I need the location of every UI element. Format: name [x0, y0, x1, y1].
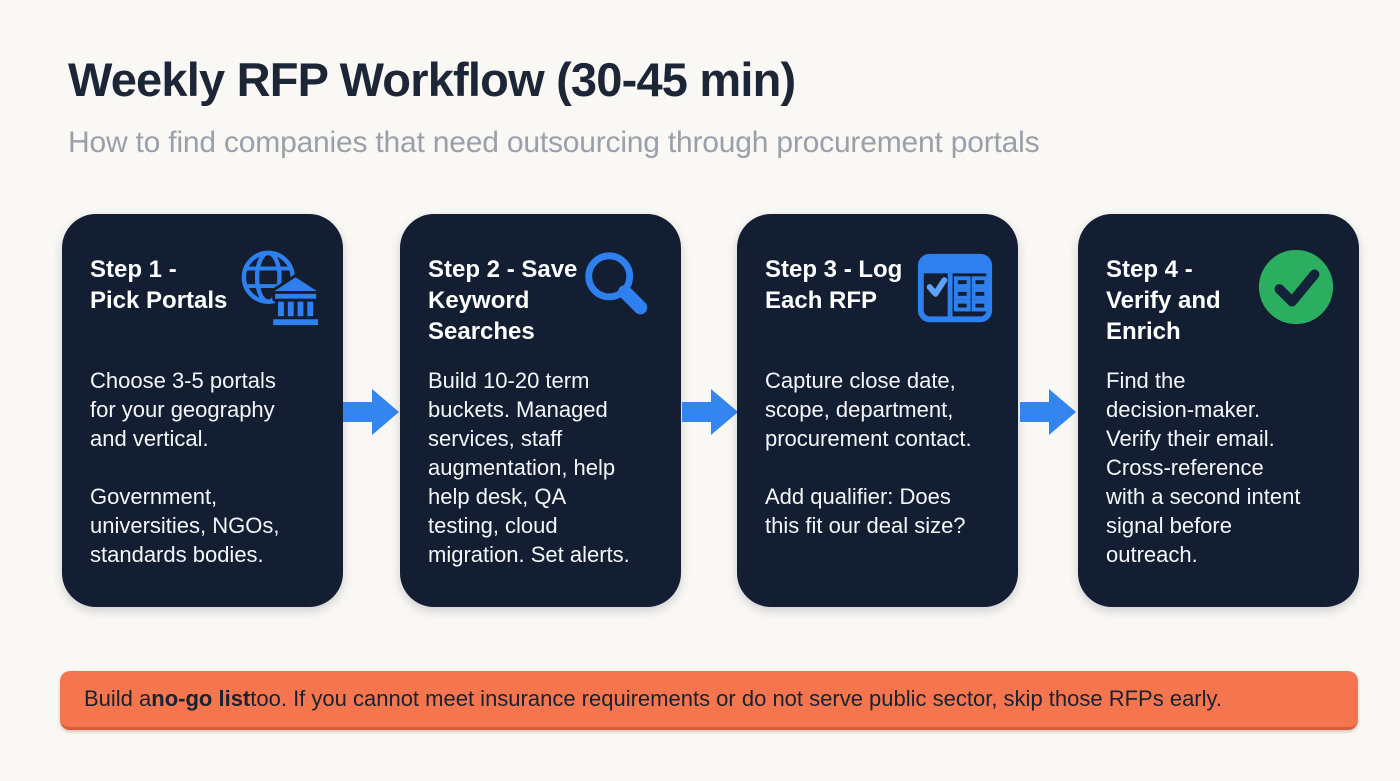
step-card-3-header: Step 3 - Log Each RFP	[765, 253, 994, 366]
callout-text-suffix: too. If you cannot meet insurance requir…	[250, 686, 1223, 711]
callout-text-highlight: no-go list	[151, 686, 251, 711]
spreadsheet-icon	[917, 253, 993, 323]
check-circle-icon	[1258, 249, 1334, 325]
step-body: Find the decision-maker. Verify their em…	[1106, 368, 1301, 567]
flow-arrow-icon	[343, 389, 399, 435]
step-card-4: Step 4 - Verify and Enrich Find the deci…	[1078, 214, 1359, 607]
search-icon	[585, 252, 648, 315]
step-card-2: Step 2 - Save Keyword Searches Build 10-…	[400, 214, 681, 607]
flow-arrow-icon	[682, 389, 738, 435]
step-card-1-header: Step 1 - Pick Portals	[90, 250, 321, 366]
callout-bar: Build a no-go list too. If you cannot me…	[60, 671, 1358, 730]
globe-building-icon	[241, 250, 321, 329]
page-title: Weekly RFP Workflow (30-45 min)	[68, 53, 796, 106]
page-subtitle: How to find companies that need outsourc…	[68, 126, 1040, 159]
step-title: Step 4 - Verify and Enrich	[1106, 256, 1221, 345]
step-title: Step 3 - Log Each RFP	[765, 256, 903, 314]
step-card-1: Step 1 - Pick Portals	[62, 214, 343, 607]
step-card-2-header: Step 2 - Save Keyword Searches	[428, 252, 657, 366]
step-title: Step 2 - Save Keyword Searches	[428, 256, 578, 345]
callout-text-prefix: Build a	[84, 686, 152, 711]
step-title: Step 1 - Pick Portals	[90, 256, 228, 314]
step-body: Build 10-20 term buckets. Managed servic…	[428, 368, 630, 567]
flow-arrow-icon	[1020, 389, 1076, 435]
step-card-4-header: Step 4 - Verify and Enrich	[1106, 249, 1335, 366]
step-body: Choose 3-5 portals for your geography an…	[90, 368, 280, 567]
step-card-3: Step 3 - Log Each RFP Capture close date…	[737, 214, 1018, 607]
step-body: Capture close date, scope, department, p…	[765, 368, 972, 538]
